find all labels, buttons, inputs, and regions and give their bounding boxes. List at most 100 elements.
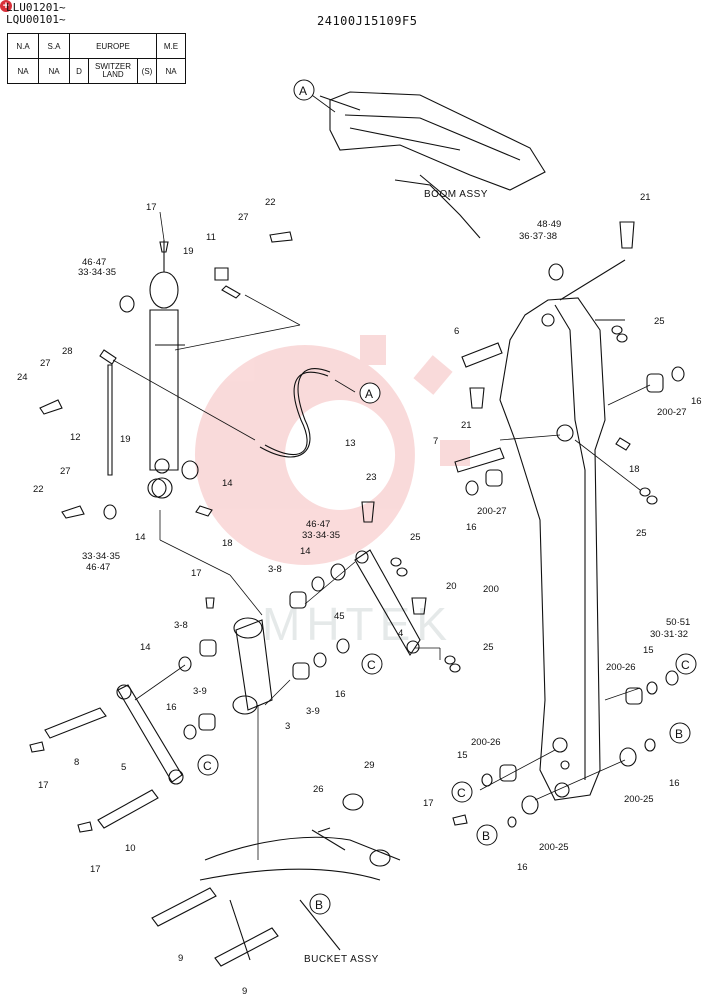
part-label: 11 [206,232,216,243]
part-label: 200-25 [624,794,654,805]
region-table-row: NA NA D SWITZER LAND (S) NA [7,58,186,84]
part-label: 46·47 [306,519,330,530]
plus-icon: + [0,0,12,12]
part-label: 27 [60,466,71,477]
part-label: 5 [121,762,126,773]
part-label: 10 [125,843,136,854]
region-table-header-row: N.A S.A EUROPE M.E [7,33,186,59]
boom-sketch [319,91,546,239]
part-label: 50·51 [666,617,690,628]
watermark-logo [194,335,470,565]
part-label: 14 [135,532,146,543]
part-label: 21 [461,420,472,431]
part-label: 27 [238,212,249,223]
part-label: 9 [242,986,247,997]
bolts-and-fittings [29,221,635,833]
callout-c-link4: C [367,658,376,672]
callout-c-link5: C [203,759,212,773]
part-label: 18 [629,464,640,475]
part-label: 8 [74,757,79,768]
part-label: 33·34·35 [78,267,116,278]
part-label: 17 [191,568,202,579]
part-labels: 17 22 27 11 19 46·47 33·34·35 28 27 24 1… [17,192,702,997]
part-label: 200-25 [539,842,569,853]
header-na: N.A [7,33,39,59]
leader-lines [112,89,651,860]
part-label: 14 [222,478,233,489]
cell-na: NA [7,58,39,84]
part-label: 200-26 [471,737,501,748]
part-label: 7 [433,436,438,447]
callout-b-arm: B [482,829,490,843]
part-label: 17 [423,798,434,809]
bushings [103,263,685,867]
part-label: 29 [364,760,375,771]
part-label: 20 [446,581,457,592]
part-label: 14 [300,546,311,557]
part-label: 200-26 [606,662,636,673]
part-label: 3 [285,721,290,732]
part-label: 19 [183,246,194,257]
part-label: 16 [335,689,346,700]
bucket-cylinder [149,240,185,499]
header-europe: EUROPE [69,33,157,59]
part-label: 27 [40,358,51,369]
part-label: 16 [517,862,528,873]
part-label: 22 [265,197,276,208]
part-label: 4 [398,628,403,639]
cell-me: NA [156,58,186,84]
part-label: 17 [146,202,157,213]
serial-number-block: LLU01201~ LQU00101~ [6,2,66,26]
part-number: 24100J15109F5 [317,14,418,28]
part-label: 3-8 [174,620,188,631]
callout-circles [197,79,697,915]
callout-c-right: C [681,658,690,672]
callout-letters: A A C C C B B B C [203,84,690,912]
part-label: 13 [345,438,356,449]
callout-a-hose: A [365,387,373,401]
link-4 [354,549,421,657]
part-label: 12 [70,432,81,443]
part-label: 26 [313,784,324,795]
part-label: 200-27 [657,407,687,418]
part-label: 22 [33,484,44,495]
part-label: 16 [691,396,702,407]
boom-assy-label: BOOM ASSY [424,189,488,200]
cell-europe-country: SWITZER LAND [88,58,138,84]
part-label: 9 [178,953,183,964]
part-label: 19 [120,434,131,445]
callout-a-boom: A [299,84,307,98]
pins [44,342,505,967]
part-label: 17 [38,780,49,791]
part-label: 17 [90,864,101,875]
cell-europe-s: (S) [137,58,157,84]
part-label: 25 [483,642,494,653]
part-label: 48·49 [537,219,561,230]
header-me: M.E [156,33,186,59]
part-label: 21 [640,192,651,203]
link-5 [117,684,183,783]
part-label: 200-27 [477,506,507,517]
part-label: 45 [334,611,345,622]
part-label: 200 [483,584,499,595]
part-label: 16 [669,778,680,789]
part-label: 15 [457,750,468,761]
part-label: 23 [366,472,377,483]
part-label: 25 [654,316,665,327]
callout-c-arm: C [457,786,466,800]
rod-12 [107,364,113,476]
region-table: N.A S.A EUROPE M.E NA NA D SWITZER LAND … [7,33,186,84]
part-label: 33·34·35 [302,530,340,541]
cell-sa: NA [38,58,70,84]
part-label: 30·31·32 [650,629,688,640]
part-label: 6 [454,326,459,337]
part-label: 24 [17,372,28,383]
serial-line-2: LQU00101~ [6,13,66,26]
part-label: 33·34·35 [82,551,120,562]
part-label: 16 [166,702,177,713]
part-label: 46·47 [82,257,106,268]
header-sa: S.A [38,33,70,59]
part-label: 46·47 [86,562,110,573]
callout-b-right: B [675,727,683,741]
part-label: 3-9 [306,706,320,717]
